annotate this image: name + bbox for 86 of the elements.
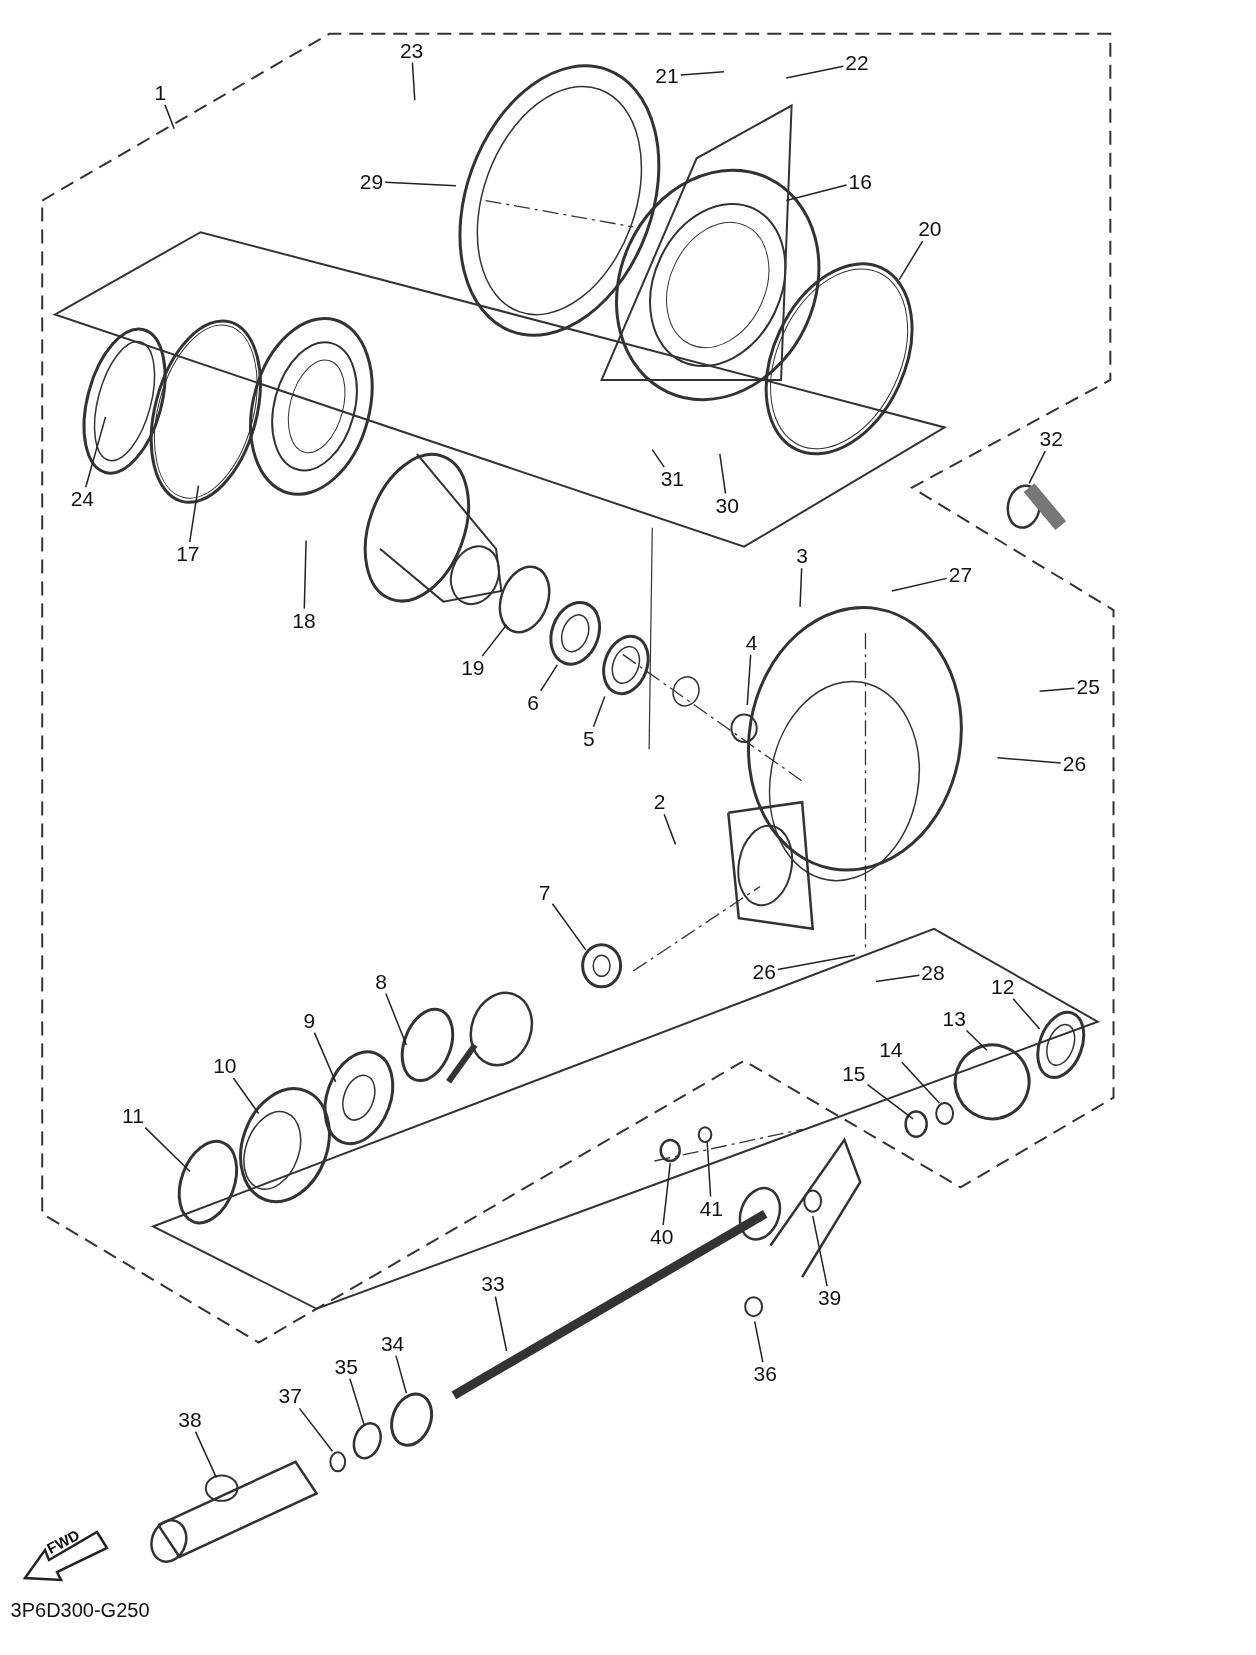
leader-line (188, 484, 200, 543)
leader-line (1028, 450, 1046, 485)
callout-number: 16 (848, 170, 872, 193)
leader-line (411, 61, 416, 101)
callout-number: 34 (380, 1332, 405, 1355)
leader-line (313, 1031, 337, 1083)
leader-line (663, 813, 677, 846)
leader-line (539, 664, 559, 692)
callout-number: 17 (176, 543, 200, 566)
leader-line (753, 1320, 764, 1363)
callout-number: 5 (583, 727, 595, 750)
leader-line (965, 1029, 988, 1051)
callout-number: 12 (991, 975, 1015, 998)
fwd-label: FWD (44, 1525, 83, 1557)
callout-number: 23 (399, 39, 424, 62)
leader-line (651, 448, 665, 468)
callout-number: 31 (660, 468, 684, 491)
callout-number: 26 (752, 961, 776, 984)
leader-line (785, 65, 845, 79)
leader-line (494, 1295, 508, 1352)
callout-number: 36 (753, 1363, 777, 1386)
callout-number: 2 (653, 791, 666, 814)
callout-number: 7 (538, 881, 551, 904)
leader-line (551, 903, 587, 951)
leader-line (785, 184, 848, 202)
leader-line (866, 1083, 914, 1120)
callout-number: 18 (292, 609, 316, 632)
leader-line (384, 181, 457, 187)
leader-line (680, 71, 725, 76)
callout-number: 25 (1076, 676, 1100, 699)
callout-number: 39 (817, 1287, 842, 1310)
callout-number: 26 (1062, 753, 1087, 776)
callout-number: 32 (1039, 428, 1063, 451)
leader-line (996, 757, 1062, 764)
callout-number: 9 (303, 1009, 316, 1032)
leader-line (481, 624, 508, 657)
callout-number: 33 (481, 1273, 505, 1296)
leader-line (811, 1215, 828, 1287)
leader-line (662, 1162, 671, 1226)
callout-number: 8 (375, 970, 387, 993)
callout-number: 35 (334, 1355, 358, 1378)
callout-number: 13 (942, 1007, 966, 1030)
leader-line (349, 1378, 365, 1426)
leader-line (1038, 687, 1076, 693)
callout-number: 1 (154, 81, 167, 104)
callout-number: 30 (715, 494, 739, 517)
callout-number: 10 (213, 1055, 237, 1077)
callout-number: 22 (845, 52, 869, 75)
leader-line (1012, 998, 1041, 1030)
leader-line (706, 1141, 712, 1198)
leader-line (901, 1061, 941, 1104)
callout-number: 19 (461, 657, 485, 680)
leader-line (898, 240, 924, 281)
callout-number: 6 (527, 691, 539, 714)
callout-number: 24 (70, 488, 94, 511)
leader-line (891, 577, 948, 592)
callout-number: 15 (842, 1063, 866, 1086)
leader-line (84, 416, 107, 488)
part-number: 3P6D300-G250 (10, 1599, 150, 1622)
leader-line (395, 1354, 408, 1394)
leader-line (746, 654, 752, 706)
leader-line (144, 1126, 191, 1173)
callout-number: 14 (879, 1039, 903, 1062)
leader-line (799, 567, 803, 608)
leader-line (777, 954, 856, 971)
callout-number: 41 (699, 1197, 724, 1220)
leader-line (232, 1077, 260, 1115)
leader-line (164, 104, 175, 130)
callout-number: 20 (918, 218, 942, 241)
leader-line (385, 992, 408, 1046)
callout-number: 21 (655, 65, 679, 87)
leader-line (303, 539, 307, 610)
callout-number: 27 (948, 564, 973, 587)
callout-number: 37 (278, 1385, 302, 1408)
callout-number: 4 (745, 631, 758, 654)
callout-number: 11 (122, 1104, 144, 1127)
callout-number: 28 (921, 962, 945, 985)
callout-number: 40 (650, 1226, 674, 1248)
callout-number: 29 (359, 170, 384, 193)
leader-line (875, 974, 921, 983)
leader-line (592, 695, 606, 728)
leader-line (298, 1407, 334, 1452)
leader-line (194, 1430, 218, 1479)
leader-line (719, 453, 727, 495)
callout-number: 3 (796, 545, 808, 568)
callout-number: 38 (178, 1408, 202, 1431)
